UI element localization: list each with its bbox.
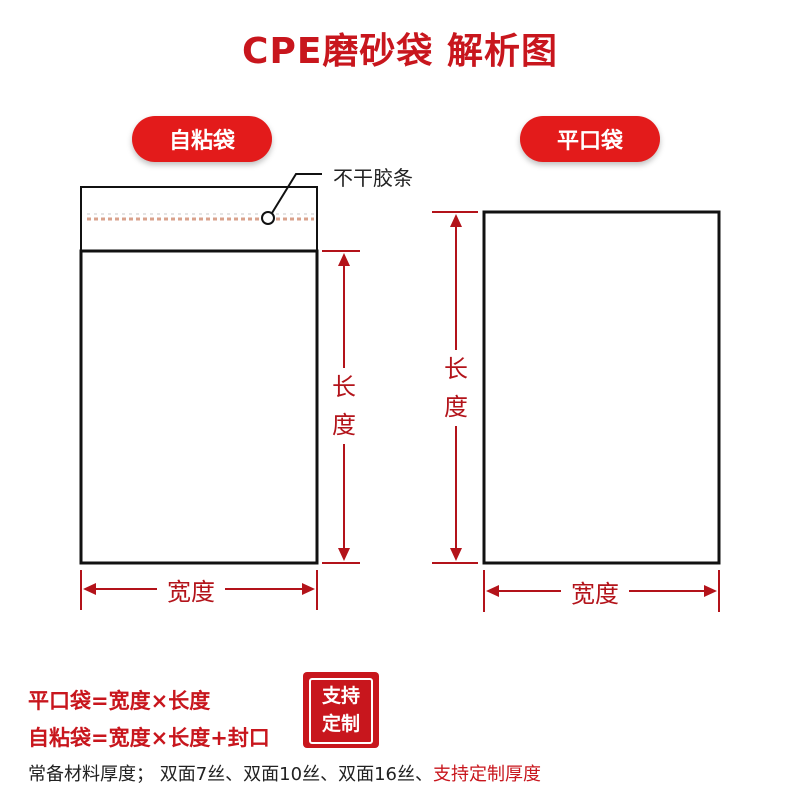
adhesive-strip-label: 不干胶条: [333, 166, 413, 190]
right-width-label: 宽度: [561, 574, 629, 609]
self-seal-body: [79, 249, 319, 565]
self-seal-bag-formula: 自粘袋=宽度×长度+封口: [28, 726, 270, 750]
flat-bag-formula: 平口袋=宽度×长度: [28, 689, 211, 713]
custom-thickness-highlight: 支持定制厚度: [432, 764, 541, 785]
stamp-line-1: 支持: [321, 685, 360, 707]
adhesive-callout-line: [271, 173, 322, 214]
stamp-line-2: 定制: [321, 713, 360, 735]
left-length-label: 长度: [329, 368, 359, 444]
right-length-label: 长度: [441, 350, 471, 426]
self-seal-bag-badge: 自粘袋: [132, 116, 272, 162]
thickness-note-text: 常备材料厚度； 双面7丝、双面10丝、双面16丝、: [28, 764, 433, 785]
custom-support-stamp: 支持 定制: [303, 672, 379, 748]
thickness-note: 常备材料厚度； 双面7丝、双面10丝、双面16丝、支持定制厚度: [28, 760, 541, 786]
adhesive-callout-dot: [261, 211, 275, 225]
diagram-title: CPE磨砂袋 解析图: [242, 31, 558, 72]
flat-bag-badge: 平口袋: [520, 116, 660, 162]
left-width-label: 宽度: [157, 572, 225, 607]
flat-bag-body: [482, 210, 721, 565]
